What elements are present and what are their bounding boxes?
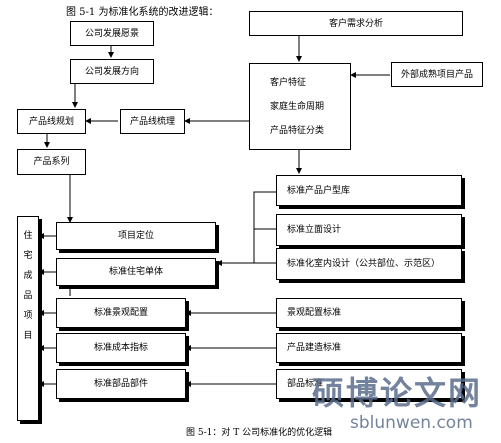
box-std-landscape-config: 标准景观配置 [56, 298, 186, 328]
box-std-facade: 标准立面设计 [276, 214, 462, 246]
box-product-build-standard: 产品建造标准 [276, 333, 462, 363]
box-company-direction: 公司发展方向 [70, 59, 154, 84]
char-4: 品 [23, 291, 33, 301]
box-external-products: 外部成熟项目产品 [391, 62, 483, 87]
box-std-cost-index: 标准成本指标 [56, 333, 186, 363]
label-customer-feature: 客户特征 [270, 77, 307, 88]
box-std-housing-unit: 标准住宅单体 [56, 258, 216, 286]
char-3: 成 [23, 271, 33, 281]
watermark-cn: 硕博论文网 [312, 374, 483, 412]
watermark-en: sblunwen.com [350, 413, 473, 433]
char-2: 宅 [23, 251, 33, 261]
box-company-vision: 公司发展愿景 [70, 21, 154, 46]
box-product-series: 产品系列 [17, 149, 86, 175]
box-landscape-standard: 景观配置标准 [276, 298, 462, 328]
bracket-right-group [253, 191, 276, 263]
label-product-feature-class: 产品特征分类 [270, 125, 325, 136]
box-std-unit-library: 标准产品户型库 [276, 175, 462, 206]
box-product-line-plan: 产品线规划 [17, 109, 86, 134]
char-6: 目 [23, 331, 33, 341]
figure-caption: 图 5-1：对 T 公司标准化的优化逻辑 [186, 428, 333, 438]
char-5: 项 [23, 311, 33, 321]
box-customer-demand: 客户需求分析 [249, 11, 463, 36]
box-std-interior: 标准化室内设计（公共部位、示范区） [276, 248, 462, 280]
box-project-position: 项目定位 [56, 222, 216, 250]
residential-vertical-text: 住 宅 成 品 项 目 [23, 231, 32, 351]
box-product-line-sort: 产品线梳理 [120, 109, 185, 134]
box-residential-project: 住 宅 成 品 项 目 [17, 216, 39, 421]
figure-title: 图 5-1 为标准化系统的改进逻辑： [66, 7, 219, 18]
box-parts-standard: 部品标准 [276, 369, 462, 399]
box-customer-analysis: 客户特征 家庭生命周期 产品特征分类 [249, 63, 351, 150]
char-1: 住 [23, 231, 33, 241]
label-family-lifecycle: 家庭生命周期 [270, 101, 325, 112]
box-std-parts: 标准部品部件 [56, 369, 186, 399]
